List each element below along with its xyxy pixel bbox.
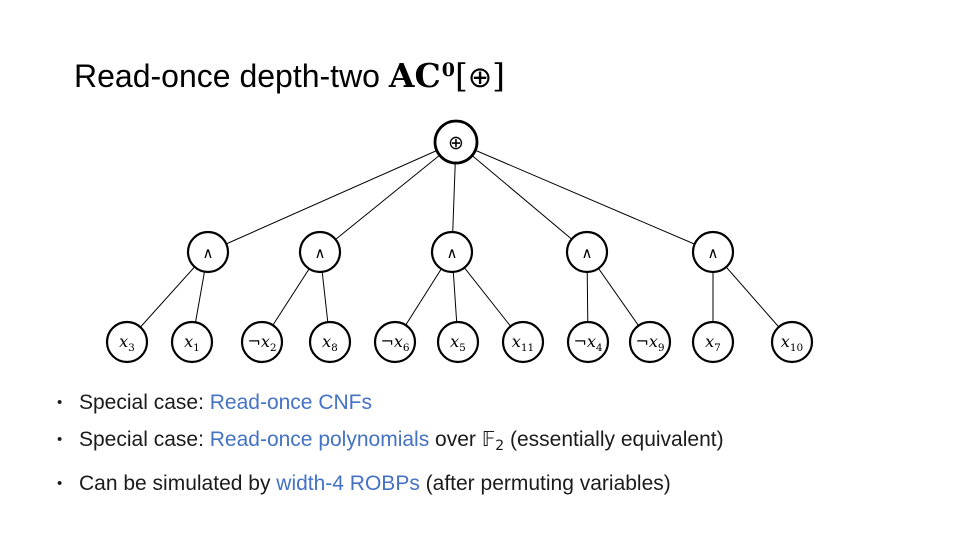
leaf-label: ¬x2 [247,332,276,354]
and-gate-node [186,230,230,274]
and-gate-node [691,230,735,274]
xor-icon: ⊕ [448,132,464,154]
and-icon: ∧ [203,244,214,262]
leaf-node [170,320,214,364]
not-symbol: ¬ [247,332,260,351]
bullet-text-segment: Special case: [79,428,210,451]
leaf-label: ¬x4 [573,332,602,354]
leaf-node [240,320,284,364]
variable-name: x [450,332,459,351]
bullet-text-segment: Special case: [79,391,210,414]
leaf-node [770,320,814,364]
xor-symbol-title: ⊕ [467,60,493,94]
not-symbol: ¬ [573,332,586,351]
and-gate-node [565,230,609,274]
formula-open-bracket: [ [454,56,468,95]
xor-root-node [433,119,479,165]
bullet-marker: • [57,394,63,411]
variable-index: 5 [459,342,466,354]
leaf-label: x3 [119,332,135,354]
variable-index: 4 [596,342,603,354]
variable-index: 1 [193,342,200,354]
bullet-text-segment: 2 [495,438,505,454]
variable-index: 10 [790,342,803,354]
leaf-node [501,320,545,364]
leaf-node [373,320,417,364]
formula-ac: AC [388,56,441,95]
and-icon: ∧ [315,244,326,262]
variable-index: 8 [331,342,338,354]
bullet-text-segment: 𝔽 [481,427,496,451]
and-gate-node [298,230,342,274]
variable-index: 3 [128,342,135,354]
leaf-label: ¬x9 [635,332,664,354]
variable-name: x [587,332,596,351]
tree-edge [207,141,457,253]
variable-name: x [512,332,521,351]
leaf-node [691,320,735,364]
leaf-label: x10 [781,332,803,354]
variable-index: 6 [403,342,410,354]
bullet-text-segment: Read-once polynomials [209,428,430,451]
leaf-label: ¬x6 [380,332,409,354]
bullet-text-segment: Can be simulated by [79,472,277,495]
formula-superscript: 0 [441,59,455,81]
bullet-text-segment: over [429,428,482,451]
slide-title: Read-once depth-two AC0[⊕] [74,56,505,95]
not-symbol: ¬ [380,332,393,351]
leaf-label: x7 [705,332,721,354]
variable-name: x [184,332,193,351]
bullet-marker: • [57,475,63,492]
variable-index: 11 [521,342,534,354]
leaf-label: x1 [184,332,200,354]
and-icon: ∧ [582,244,593,262]
variable-name: x [394,332,403,351]
leaf-node [308,320,352,364]
title-formula: AC0[⊕] [389,56,505,95]
bullet-text-segment: width-4 ROBPs [276,472,420,495]
variable-name: x [781,332,790,351]
bullet-text-segment: Read-once CNFs [209,391,372,414]
and-gate-node [430,230,474,274]
bullet-item: • Special case: Read-once polynomials ove… [57,421,724,465]
bullet-list: • Special case: Read-once CNFs • Special ca… [57,384,724,502]
bullet-text-segment: (after permuting variables) [419,472,671,495]
leaf-label: x8 [322,332,338,354]
variable-name: x [649,332,658,351]
leaf-node [628,320,672,364]
bullet-item: • Can be simulated by width-4 ROBPs (afte… [57,465,724,502]
leaf-label: x5 [450,332,466,354]
variable-index: 7 [714,342,721,354]
bullet-item: • Special case: Read-once CNFs [57,384,724,421]
variable-index: 2 [270,342,277,354]
bullet-text-segment: (essentially equivalent) [504,428,724,451]
and-icon: ∧ [447,244,458,262]
title-text: Read-once depth-two [74,58,389,94]
not-symbol: ¬ [635,332,648,351]
and-icon: ∧ [708,244,719,262]
leaf-node [105,320,149,364]
tree-edge [319,141,457,253]
leaf-label: x11 [512,332,534,354]
leaf-node [566,320,610,364]
variable-name: x [322,332,331,351]
bullet-marker: • [57,431,63,448]
tree-edge [455,141,714,253]
leaf-node [436,320,480,364]
tree-edge [455,141,588,253]
formula-close-bracket: ] [492,56,506,95]
variable-index: 9 [658,342,665,354]
variable-name: x [261,332,270,351]
variable-name: x [119,332,128,351]
variable-name: x [705,332,714,351]
